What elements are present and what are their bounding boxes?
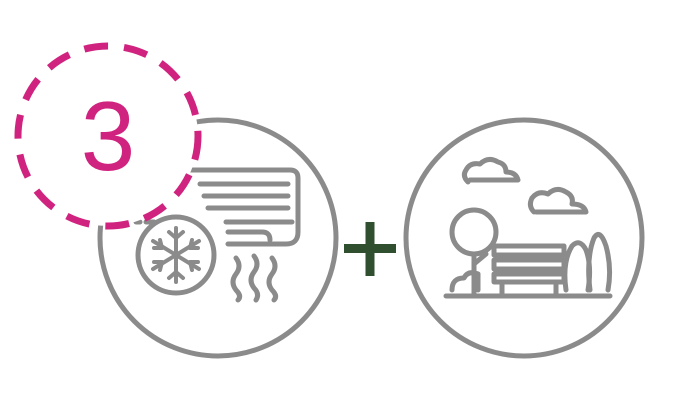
plus-icon [344, 222, 396, 276]
step-number: 3 [81, 81, 136, 191]
step-badge: 3 [14, 42, 202, 230]
air-conditioner-icon [97, 117, 339, 359]
right-icon-circle [403, 117, 645, 359]
step-badge-ring [14, 42, 202, 230]
left-icon-circle [97, 117, 339, 359]
park-icon [403, 117, 645, 359]
